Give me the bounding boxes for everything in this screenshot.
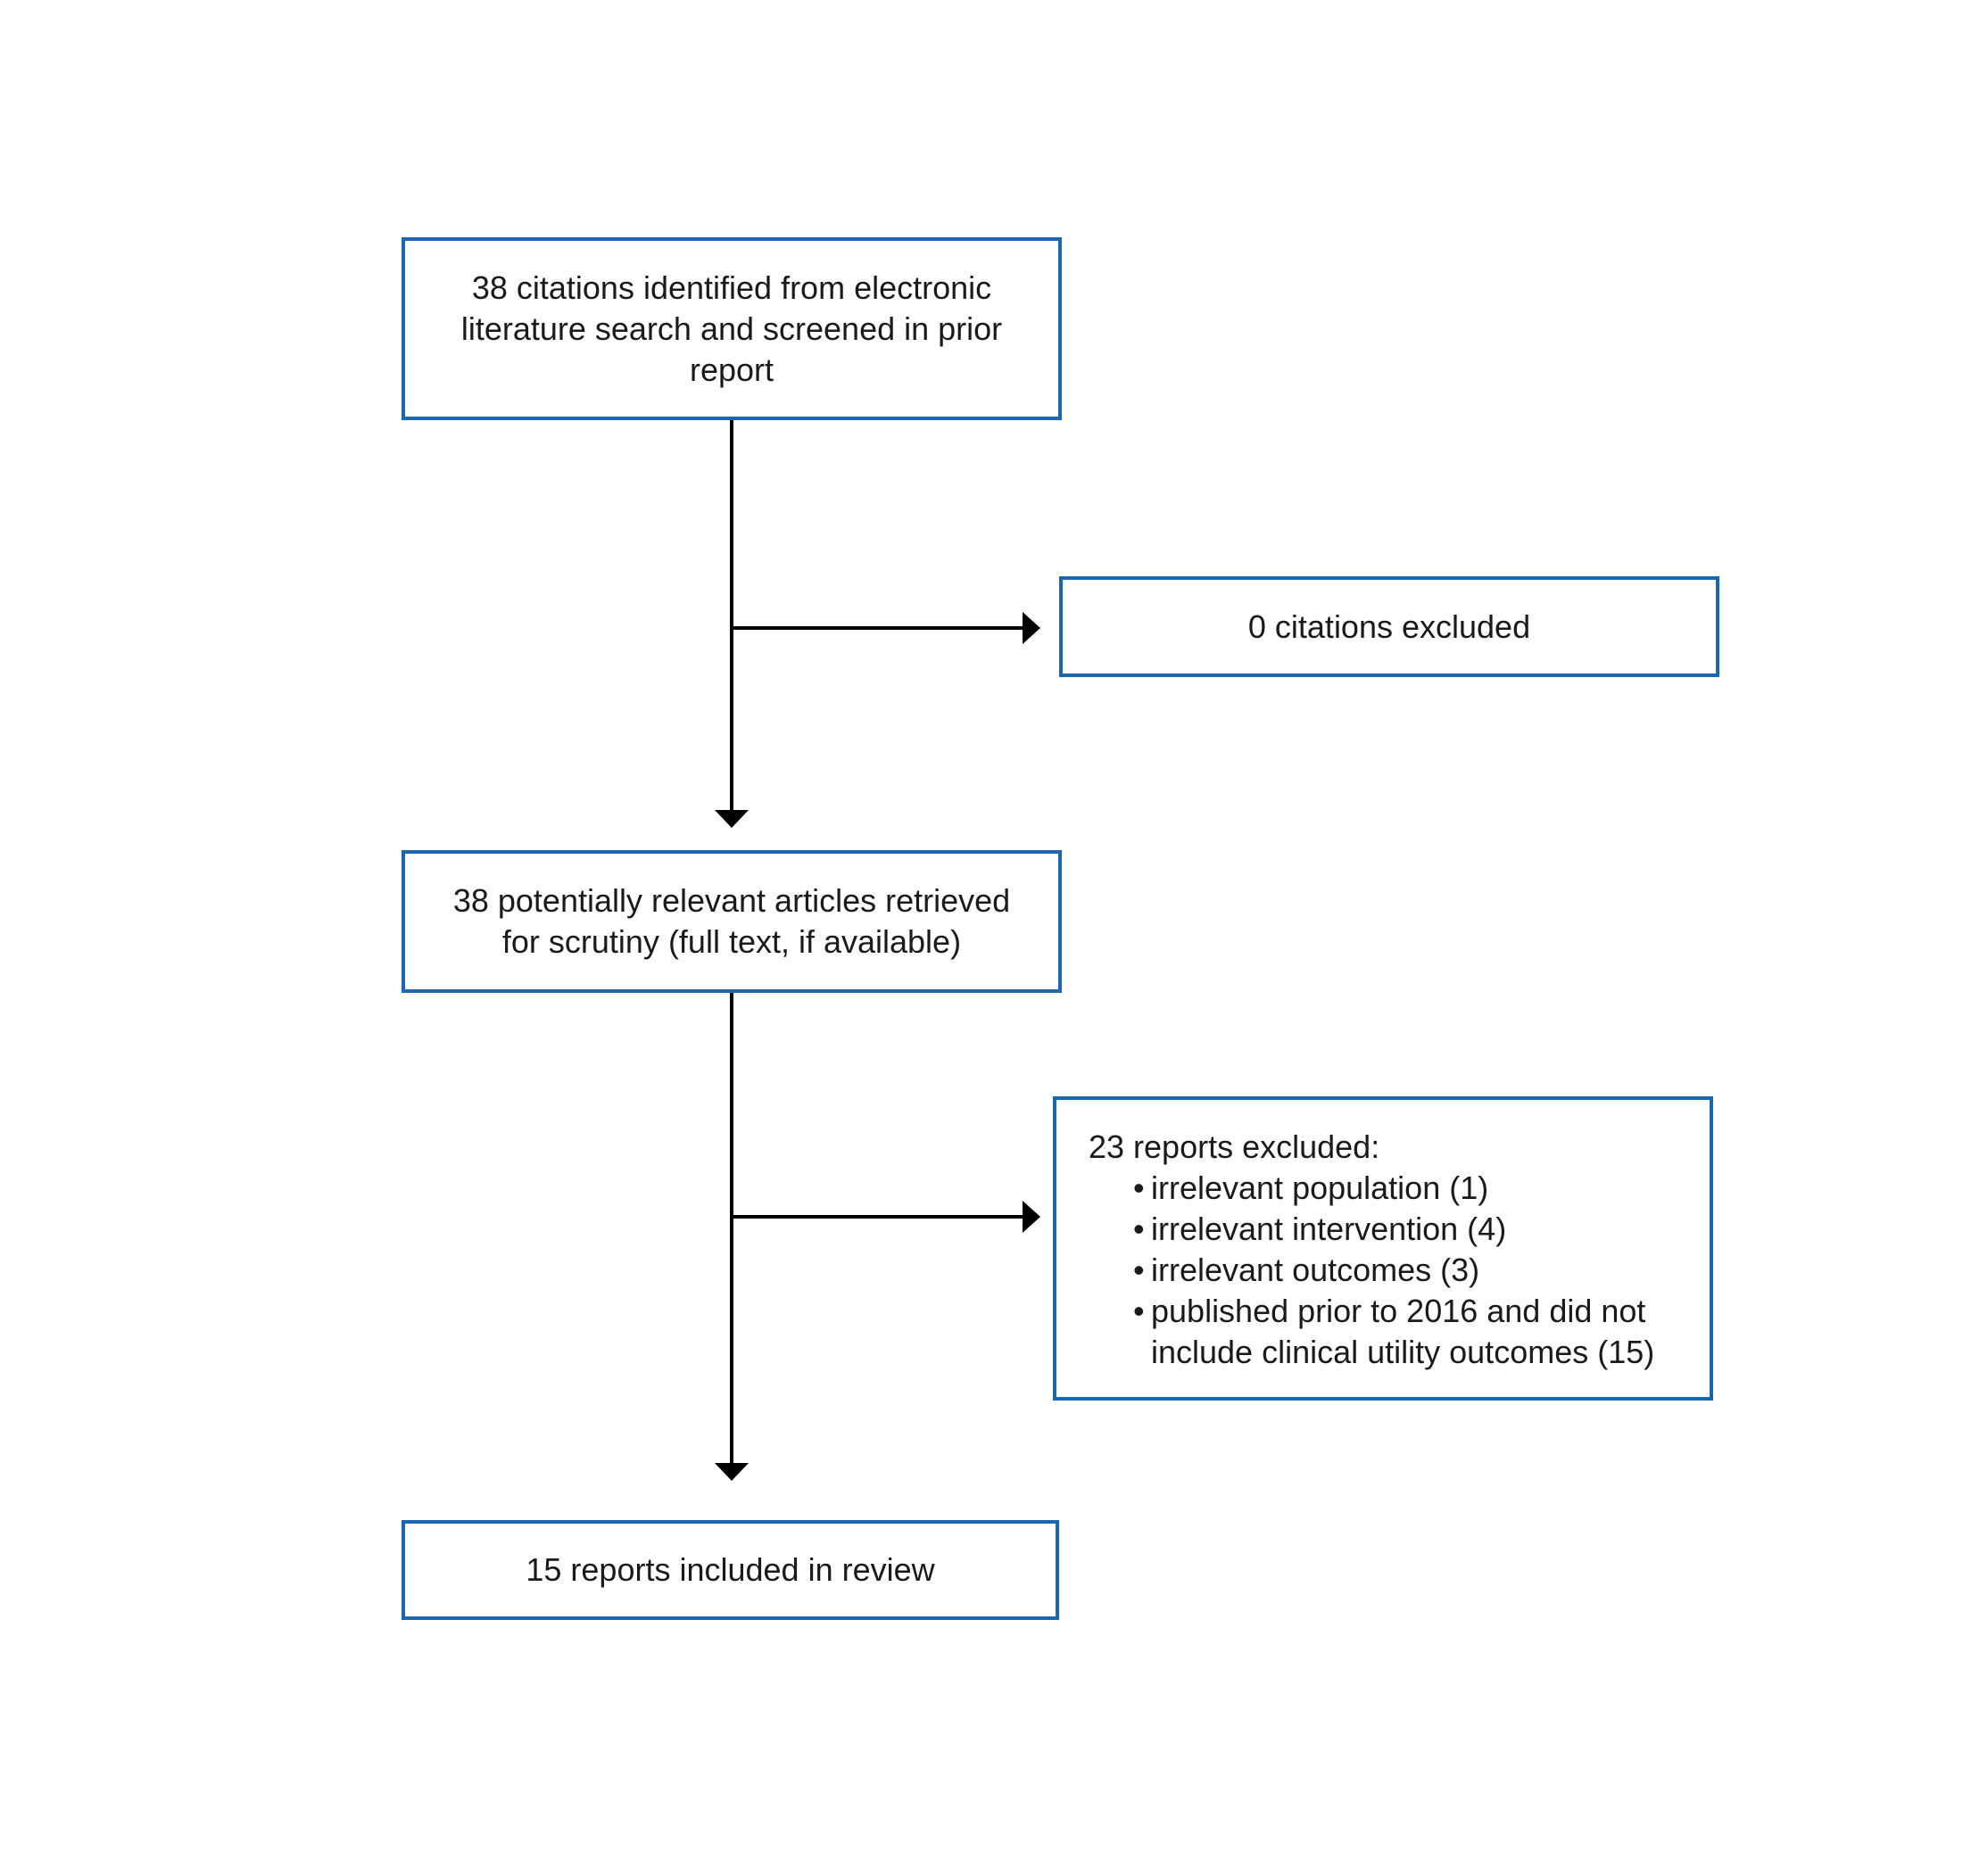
box-reports-included-text: 15 reports included in review	[526, 1551, 935, 1588]
box-articles-retrieved-text: 38 potentially relevant articles retriev…	[452, 882, 1011, 960]
arrowhead-down-retrieved	[715, 810, 749, 828]
bullet-icon: •	[1133, 1169, 1145, 1206]
exclusion-reason-item: • irrelevant population (1)	[1133, 1168, 1677, 1209]
bullet-icon: •	[1133, 1252, 1145, 1288]
arrowhead-right-excluded-reports	[1023, 1201, 1040, 1233]
box-articles-retrieved: 38 potentially relevant articles retriev…	[402, 850, 1062, 993]
bullet-icon: •	[1133, 1211, 1145, 1247]
reports-excluded-content: 23 reports excluded: • irrelevant popula…	[1089, 1127, 1677, 1373]
box-citations-excluded-text: 0 citations excluded	[1247, 607, 1531, 645]
exclusion-reason-text: irrelevant outcomes (3)	[1151, 1252, 1480, 1288]
box-citations-identified-text: 38 citations identified from electronic …	[460, 269, 1003, 388]
exclusion-reason-text: published prior to 2016 and did not incl…	[1151, 1293, 1655, 1370]
box-citations-identified: 38 citations identified from electronic …	[402, 237, 1062, 420]
exclusion-reason-text: irrelevant intervention (4)	[1151, 1211, 1507, 1247]
exclusion-reasons-list: • irrelevant population (1) • irrelevant…	[1089, 1168, 1677, 1373]
box-reports-included: 15 reports included in review	[402, 1520, 1059, 1620]
box-citations-excluded: 0 citations excluded	[1059, 576, 1719, 677]
arrowhead-down-included	[715, 1463, 749, 1481]
arrowhead-right-excluded-citations	[1023, 612, 1040, 644]
exclusion-reason-item: • irrelevant intervention (4)	[1133, 1209, 1677, 1250]
exclusion-reason-item: • published prior to 2016 and did not in…	[1133, 1291, 1677, 1373]
box-reports-excluded: 23 reports excluded: • irrelevant popula…	[1053, 1096, 1713, 1401]
exclusion-reason-item: • irrelevant outcomes (3)	[1133, 1250, 1677, 1291]
reports-excluded-heading: 23 reports excluded:	[1089, 1128, 1380, 1165]
exclusion-reason-text: irrelevant population (1)	[1151, 1169, 1489, 1206]
bullet-icon: •	[1133, 1293, 1145, 1329]
